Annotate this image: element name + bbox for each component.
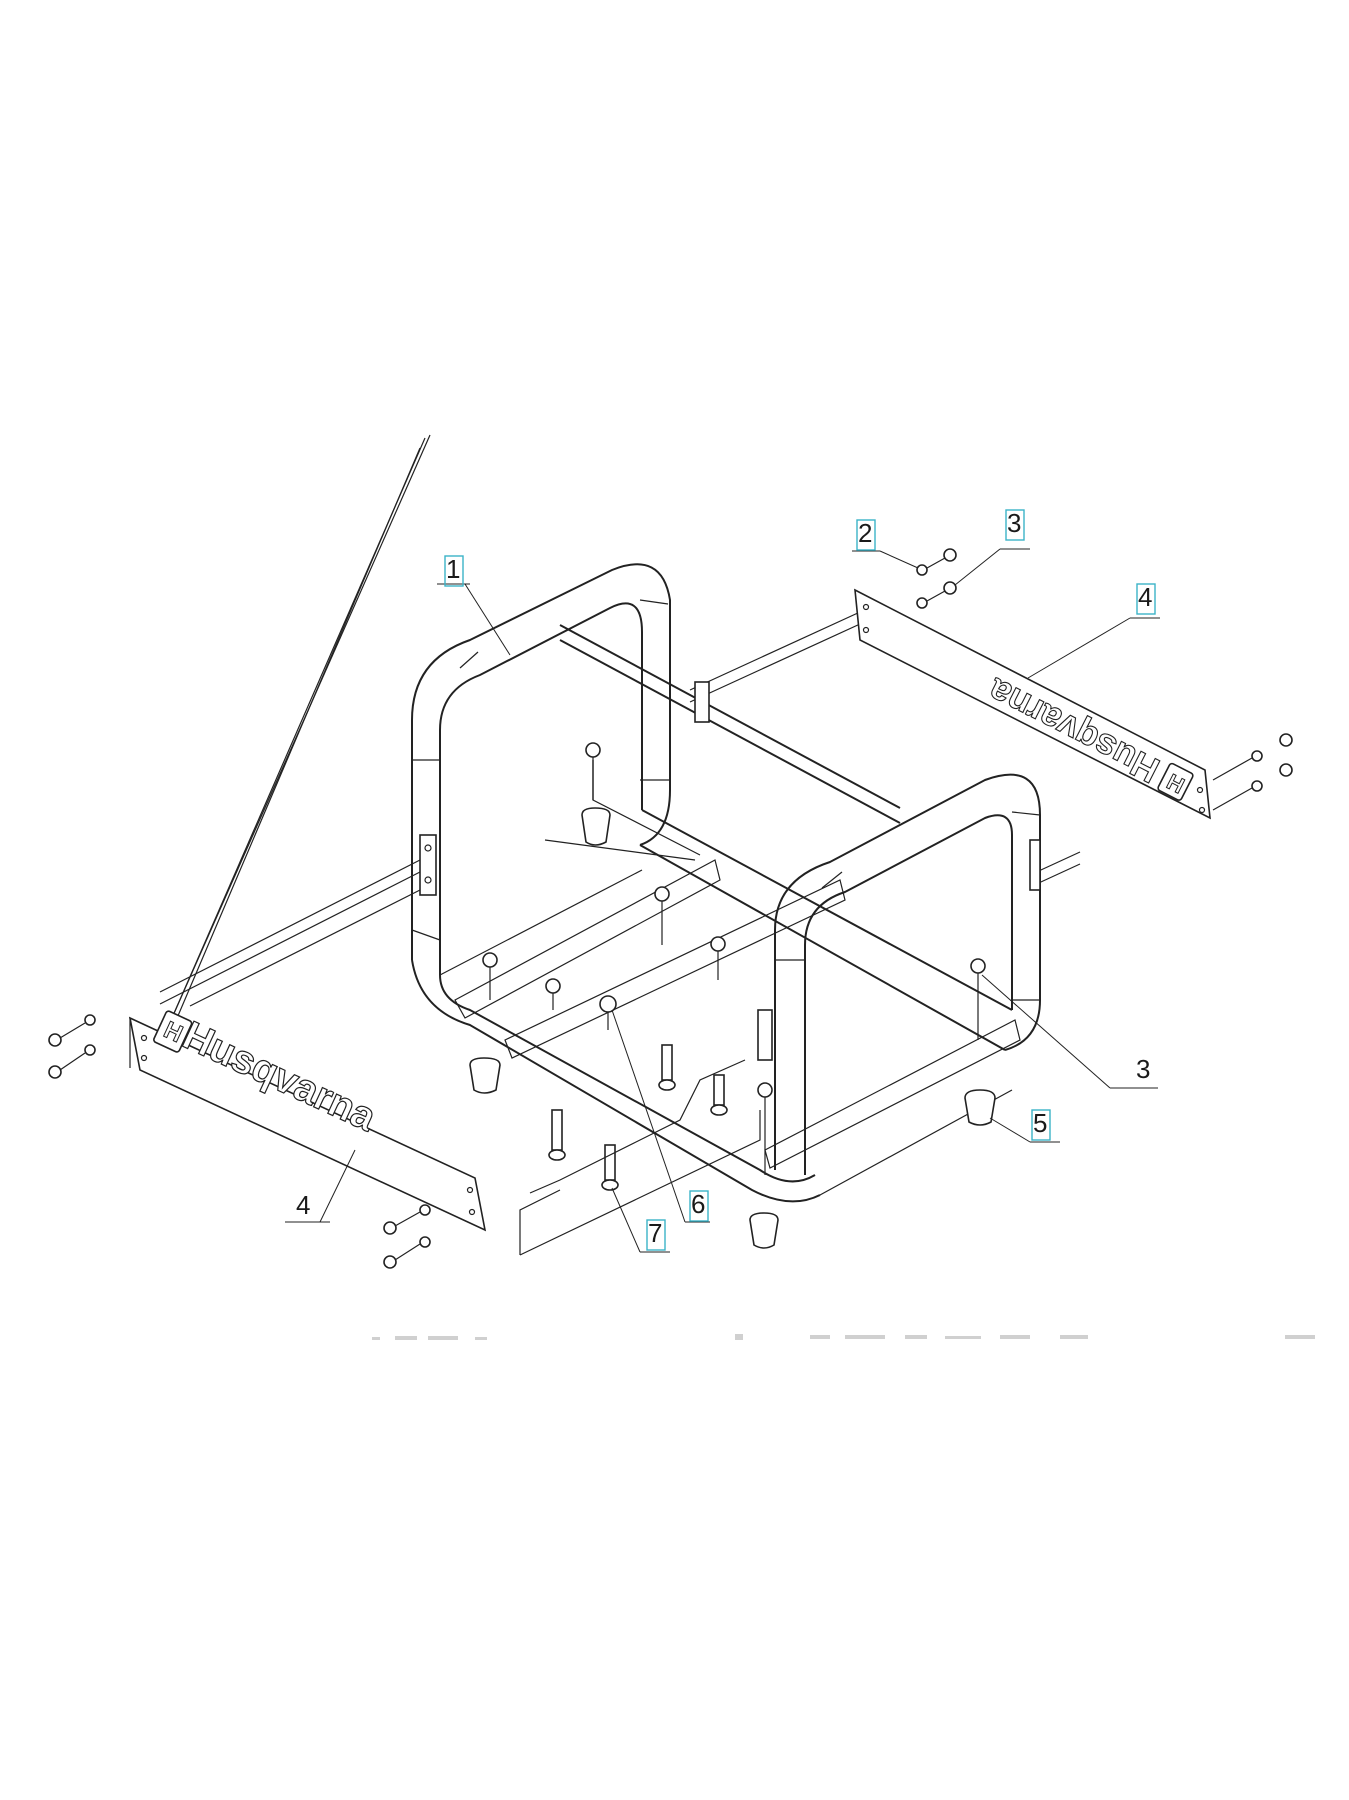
base-cross-members	[454, 839, 1021, 1169]
callout-1: 1	[437, 554, 511, 656]
tubular-frame	[411, 563, 1041, 1203]
svg-text:6: 6	[691, 1189, 705, 1219]
faint-footer-marks	[372, 1334, 1315, 1340]
husqvarna-crown-logo-mirrored: H	[1157, 762, 1194, 801]
svg-text:5: 5	[1033, 1108, 1047, 1138]
husqvarna-crown-logo: H	[153, 1010, 193, 1053]
svg-text:7: 7	[648, 1218, 662, 1248]
rubber-feet	[469, 807, 996, 1249]
bolt-group-left-plate-front	[48, 1014, 431, 1269]
fasteners	[48, 548, 1293, 1269]
callout-2: 2	[852, 518, 919, 569]
svg-text:4: 4	[296, 1190, 310, 1220]
svg-text:4: 4	[1138, 582, 1152, 612]
callout-5: 5	[989, 1108, 1060, 1143]
brackets	[419, 681, 1041, 1061]
svg-text:3: 3	[1007, 508, 1021, 538]
svg-text:2: 2	[858, 518, 872, 548]
callout-6: 6	[611, 1009, 710, 1223]
callout-4-top: 4	[1027, 582, 1160, 679]
callouts: 1 2 3 4 3	[285, 508, 1160, 1253]
plate-brand-text-mirrored: Husqvarna	[980, 670, 1165, 791]
callout-4-left: 4	[285, 1149, 356, 1223]
bolt-group-right-plate	[916, 548, 1293, 811]
callout-3-right: 3	[981, 974, 1158, 1089]
svg-text:1: 1	[446, 554, 460, 584]
vertical-bolts	[482, 742, 986, 1191]
side-rails	[157, 434, 1081, 1059]
callout-3-top: 3	[954, 508, 1030, 586]
svg-text:3: 3	[1136, 1054, 1150, 1084]
callout-7: 7	[611, 1187, 670, 1253]
